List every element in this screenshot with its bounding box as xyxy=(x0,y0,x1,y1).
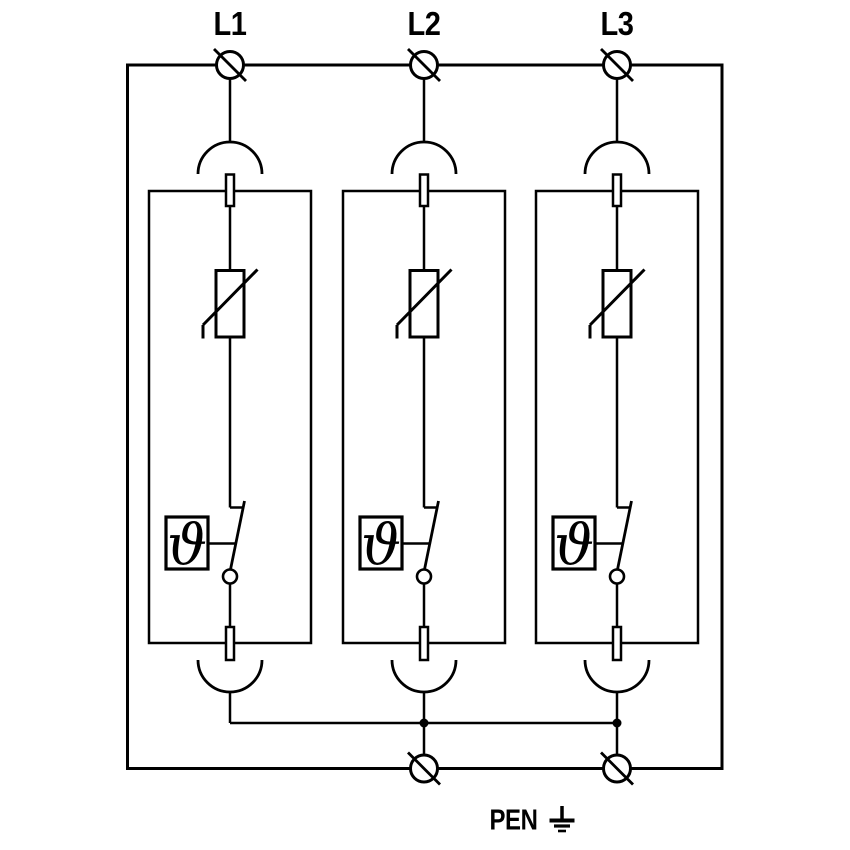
switch-blade xyxy=(229,500,246,570)
phase-column-L3: L3 ϑ xyxy=(534,5,700,723)
varistor-body xyxy=(214,269,246,339)
switch-contact-circle xyxy=(608,568,626,585)
varistor-icon xyxy=(201,268,259,339)
terminal-slash xyxy=(600,751,634,786)
phase-columns: L1 ϑ L2 ϑ L3 ϑ xyxy=(147,5,700,723)
varistor-diagonal xyxy=(588,268,646,327)
thermal-theta-symbol: ϑ xyxy=(167,514,207,579)
terminal-slash xyxy=(407,48,441,82)
disconnector-switch-icon xyxy=(415,500,440,585)
plug-blade-top xyxy=(418,173,430,208)
varistor-icon xyxy=(588,268,646,339)
terminal-slash xyxy=(213,48,247,82)
line-terminal-icon xyxy=(213,48,247,82)
pen-terminal-icon xyxy=(407,751,441,786)
varistor-body xyxy=(408,269,440,339)
thermal-disconnect-box: ϑ xyxy=(551,514,597,579)
thermal-disconnect-box: ϑ xyxy=(358,514,404,579)
varistor-body xyxy=(601,269,633,339)
phase-column-L2: L2 ϑ xyxy=(341,5,507,723)
plug-contact-arc-bottom-icon xyxy=(390,659,458,694)
varistor-diagonal xyxy=(201,268,259,327)
line-terminal-icon xyxy=(600,48,634,82)
thermal-theta-symbol: ϑ xyxy=(361,514,401,579)
terminal-slash xyxy=(600,48,634,82)
pen-bus xyxy=(230,718,634,786)
earth-icon xyxy=(549,806,575,833)
line-terminal-icon xyxy=(407,48,441,82)
switch-blade xyxy=(423,500,440,570)
pen-terminal-icon xyxy=(600,751,634,786)
pen-label-group: PEN xyxy=(490,805,575,837)
varistor-diagonal xyxy=(395,268,453,327)
plug-contact-arc-bottom-icon xyxy=(583,659,651,694)
plug-blade-top xyxy=(224,173,236,208)
pen-label: PEN xyxy=(490,805,538,837)
plug-blade-bottom xyxy=(611,625,623,662)
plug-contact-arc-top-icon xyxy=(390,140,458,175)
phase-label: L1 xyxy=(214,5,247,42)
thermal-disconnect-box: ϑ xyxy=(164,514,210,579)
plug-contact-arc-top-icon xyxy=(583,140,651,175)
plug-contact-arc-bottom-icon xyxy=(196,659,264,694)
switch-contact-circle xyxy=(221,568,239,585)
plug-contact-arc-top-icon xyxy=(196,140,264,175)
plug-blade-bottom xyxy=(418,625,430,662)
switch-contact-circle xyxy=(415,568,433,585)
thermal-theta-symbol: ϑ xyxy=(554,514,594,579)
switch-blade xyxy=(616,500,633,570)
plug-blade-top xyxy=(611,173,623,208)
phase-label: L2 xyxy=(408,5,441,42)
plug-blade-bottom xyxy=(224,625,236,662)
varistor-icon xyxy=(395,268,453,339)
disconnector-switch-icon xyxy=(221,500,246,585)
terminal-slash xyxy=(407,751,441,786)
phase-column-L1: L1 ϑ xyxy=(147,5,313,723)
phase-label: L3 xyxy=(601,5,634,42)
